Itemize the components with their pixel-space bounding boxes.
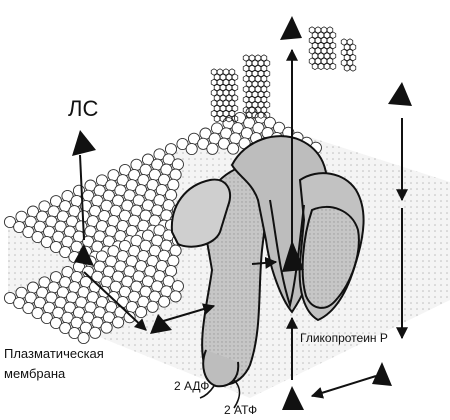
lipid-head <box>165 144 176 155</box>
molecule-ring <box>324 63 330 69</box>
lipid-head <box>170 245 181 256</box>
glycoprotein-label: Гликопротеин Р <box>300 332 388 346</box>
lipid-head <box>113 317 124 328</box>
lipid-head <box>186 143 197 154</box>
lipid-head <box>159 296 170 307</box>
cytoplasm-arrow <box>312 376 376 396</box>
lipid-head <box>168 179 179 190</box>
lipid-head <box>90 327 101 338</box>
molecule-ring <box>312 63 318 69</box>
adp-label: 2 АДФ <box>174 380 209 394</box>
lipid-head <box>228 143 239 154</box>
drug-triangle-top <box>280 16 302 40</box>
molecule-ring <box>344 65 350 71</box>
drug-molecules <box>211 27 356 122</box>
lipid-head <box>165 189 176 200</box>
drug-label: ЛС <box>68 96 98 121</box>
molecule-ring <box>318 63 324 69</box>
membrane-label: Плазматическая мембрана <box>4 344 134 384</box>
atp-label: 2 АТФ <box>224 404 257 418</box>
molecule-ring <box>214 116 220 122</box>
molecule-ring <box>350 65 356 71</box>
lipid-head <box>168 255 179 266</box>
lipid-head <box>172 159 183 170</box>
drug-triangle-ls <box>72 130 96 156</box>
lipid-head <box>172 281 183 292</box>
lipid-head <box>78 332 89 343</box>
lipid-head <box>170 169 181 180</box>
lipid-head <box>170 291 181 302</box>
drug-triangle-right-top <box>388 82 412 106</box>
drug-triangle-cytoplasm <box>372 362 392 386</box>
lipid-head <box>101 322 112 333</box>
lipid-head <box>136 306 147 317</box>
lipid-head <box>207 143 218 154</box>
molecule-ring <box>330 63 336 69</box>
lipid-head <box>165 265 176 276</box>
lipid-head <box>147 301 158 312</box>
drug-triangle-bottom <box>282 386 304 410</box>
